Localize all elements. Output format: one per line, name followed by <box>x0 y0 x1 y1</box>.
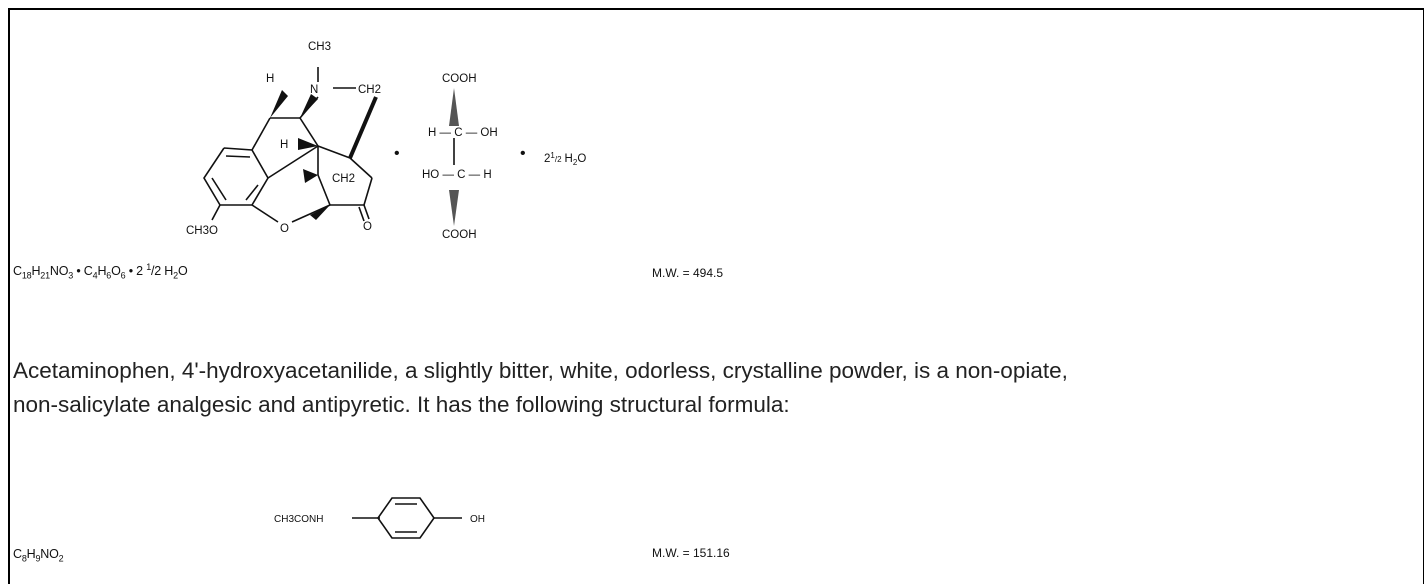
hydrocodone-wedges <box>270 88 459 226</box>
hydrocodone-formula: C18H21NO3 • C4H6O6 • 2 1/2 H2O <box>13 262 188 281</box>
label-h-mid: H <box>280 139 288 151</box>
acetaminophen-group-labels: CH3CONH OH <box>274 514 485 525</box>
label-h-top: H <box>266 73 274 85</box>
label-tartrate-row1: H — C — OH <box>428 127 498 139</box>
hydrocodone-mw: M.W. = 494.5 <box>652 266 724 280</box>
label-ch3o: CH3O <box>186 225 218 237</box>
acetaminophen-description: Acetaminophen, 4'-hydroxyacetanilide, a … <box>13 354 1423 422</box>
label-ring-o: O <box>280 223 289 235</box>
acetaminophen-structure: CH3CONH OH <box>274 497 485 539</box>
label-cooh-bottom: COOH <box>442 229 477 241</box>
paragraph-line-2: non-salicylate analgesic and antipyretic… <box>13 392 790 417</box>
label-ch2-inner: CH2 <box>332 173 355 185</box>
label-ch3-top: CH3 <box>308 41 331 53</box>
label-tartrate-row2: HO — C — H <box>422 169 492 181</box>
label-n: N <box>310 84 318 96</box>
label-cooh-top: COOH <box>442 73 477 85</box>
hydrocodone-structure: CH3 N CH2 H H CH2 CH3O O O COOH H — C — … <box>186 41 586 241</box>
acetaminophen-formula: C8H9NO2 <box>13 547 64 564</box>
label-ch3conh: CH3CONH <box>274 514 323 525</box>
paragraph-line-1: Acetaminophen, 4'-hydroxyacetanilide, a … <box>13 358 1068 383</box>
hydrocodone-atom-labels: CH3 N CH2 H H CH2 CH3O O O COOH H — C — … <box>186 41 586 241</box>
acetaminophen-bonds <box>352 497 462 539</box>
dot-separator-1: • <box>394 145 400 162</box>
dot-separator-2: • <box>520 145 526 162</box>
label-ch2-bridge: CH2 <box>358 84 381 96</box>
document-frame <box>8 8 1424 584</box>
label-keto-o: O <box>363 221 372 233</box>
hydrocodone-bonds <box>203 67 455 223</box>
label-oh: OH <box>470 514 485 525</box>
acetaminophen-mw: M.W. = 151.16 <box>652 546 730 560</box>
